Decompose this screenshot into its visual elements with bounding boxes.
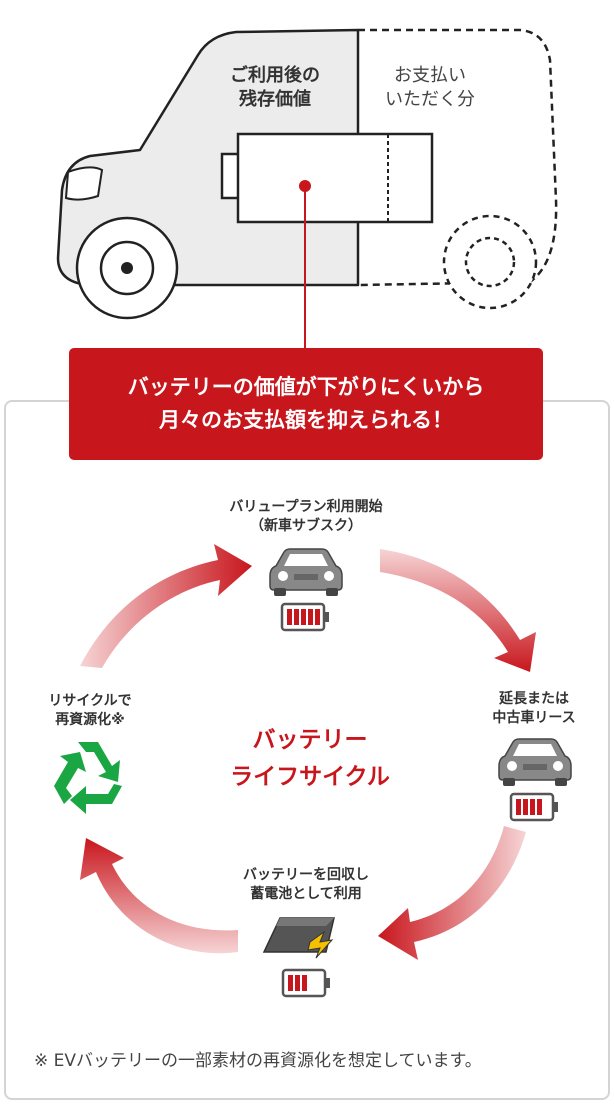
battery-medium-icon: [281, 968, 330, 998]
stage-extend-line1: 延長または: [499, 691, 569, 707]
stage-recycle-label: リサイクルで 再資源化※: [30, 692, 150, 730]
lifecycle-title-line2: ライフサイクル: [230, 763, 390, 790]
recycle-icon: [54, 742, 122, 814]
stage-recycle-line2: 再資源化※: [55, 711, 125, 728]
payment-line2: いただく分: [385, 89, 475, 111]
arrow-start-to-extend: [380, 549, 536, 672]
key-message-banner: バッテリーの価値が下がりにくいから 月々のお支払額を抑えられる！: [69, 348, 543, 460]
battery-full-icon: [280, 602, 329, 632]
banner-line1: バッテリーの価値が下がりにくいから: [127, 375, 485, 400]
stage-extend-label: 延長または 中古車リース: [474, 690, 594, 728]
car-body-dashed: [357, 28, 558, 287]
payment-line1: お支払い: [394, 65, 466, 86]
payment-label: お支払い いただく分: [370, 64, 490, 113]
headlight: [64, 166, 104, 201]
stage-start-line1: バリュープラン利用開始: [229, 499, 383, 515]
arrow-recycle-to-start: [80, 544, 252, 668]
stage-collect-label: バッテリーを回収し 蓄電池として利用: [216, 866, 396, 904]
battery-high-icon: [509, 792, 558, 822]
stage-extend-line2: 中古車リース: [492, 709, 576, 726]
lifecycle-arrows: [80, 544, 536, 960]
car-icon-start: [269, 548, 343, 596]
storage-battery-icon: [262, 917, 335, 959]
car-illustration: [56, 28, 558, 350]
banner-line2: 月々のお支払額を抑えられる！: [159, 408, 453, 432]
stage-recycle-line1: リサイクルで: [48, 693, 132, 709]
lifecycle-title-line1: バッテリー: [252, 727, 368, 753]
arrow-extend-to-collect: [378, 826, 526, 960]
rear-wheel: [442, 214, 538, 310]
stage-collect-line1: バッテリーを回収し: [243, 867, 369, 883]
residual-value-label: ご利用後の 残存価値: [210, 64, 340, 113]
rear-wheel-hub: [464, 236, 516, 288]
lifecycle-title: バッテリー ライフサイクル: [200, 722, 420, 796]
arrow-collect-to-recycle: [80, 838, 238, 954]
residual-value-line1: ご利用後の: [230, 65, 320, 86]
footnote: ※ EVバッテリーの一部素材の再資源化を想定しています。: [34, 1051, 482, 1071]
stage-start-label: バリュープラン利用開始 （新車サブスク）: [196, 498, 416, 536]
car-icon-extend: [498, 738, 572, 786]
stage-start-line2: （新車サブスク）: [250, 517, 362, 534]
front-wheel-center: [121, 262, 133, 274]
stage-collect-line2: 蓄電池として利用: [250, 885, 362, 902]
residual-value-line2: 残存価値: [239, 89, 311, 111]
battery-body: [236, 132, 434, 224]
